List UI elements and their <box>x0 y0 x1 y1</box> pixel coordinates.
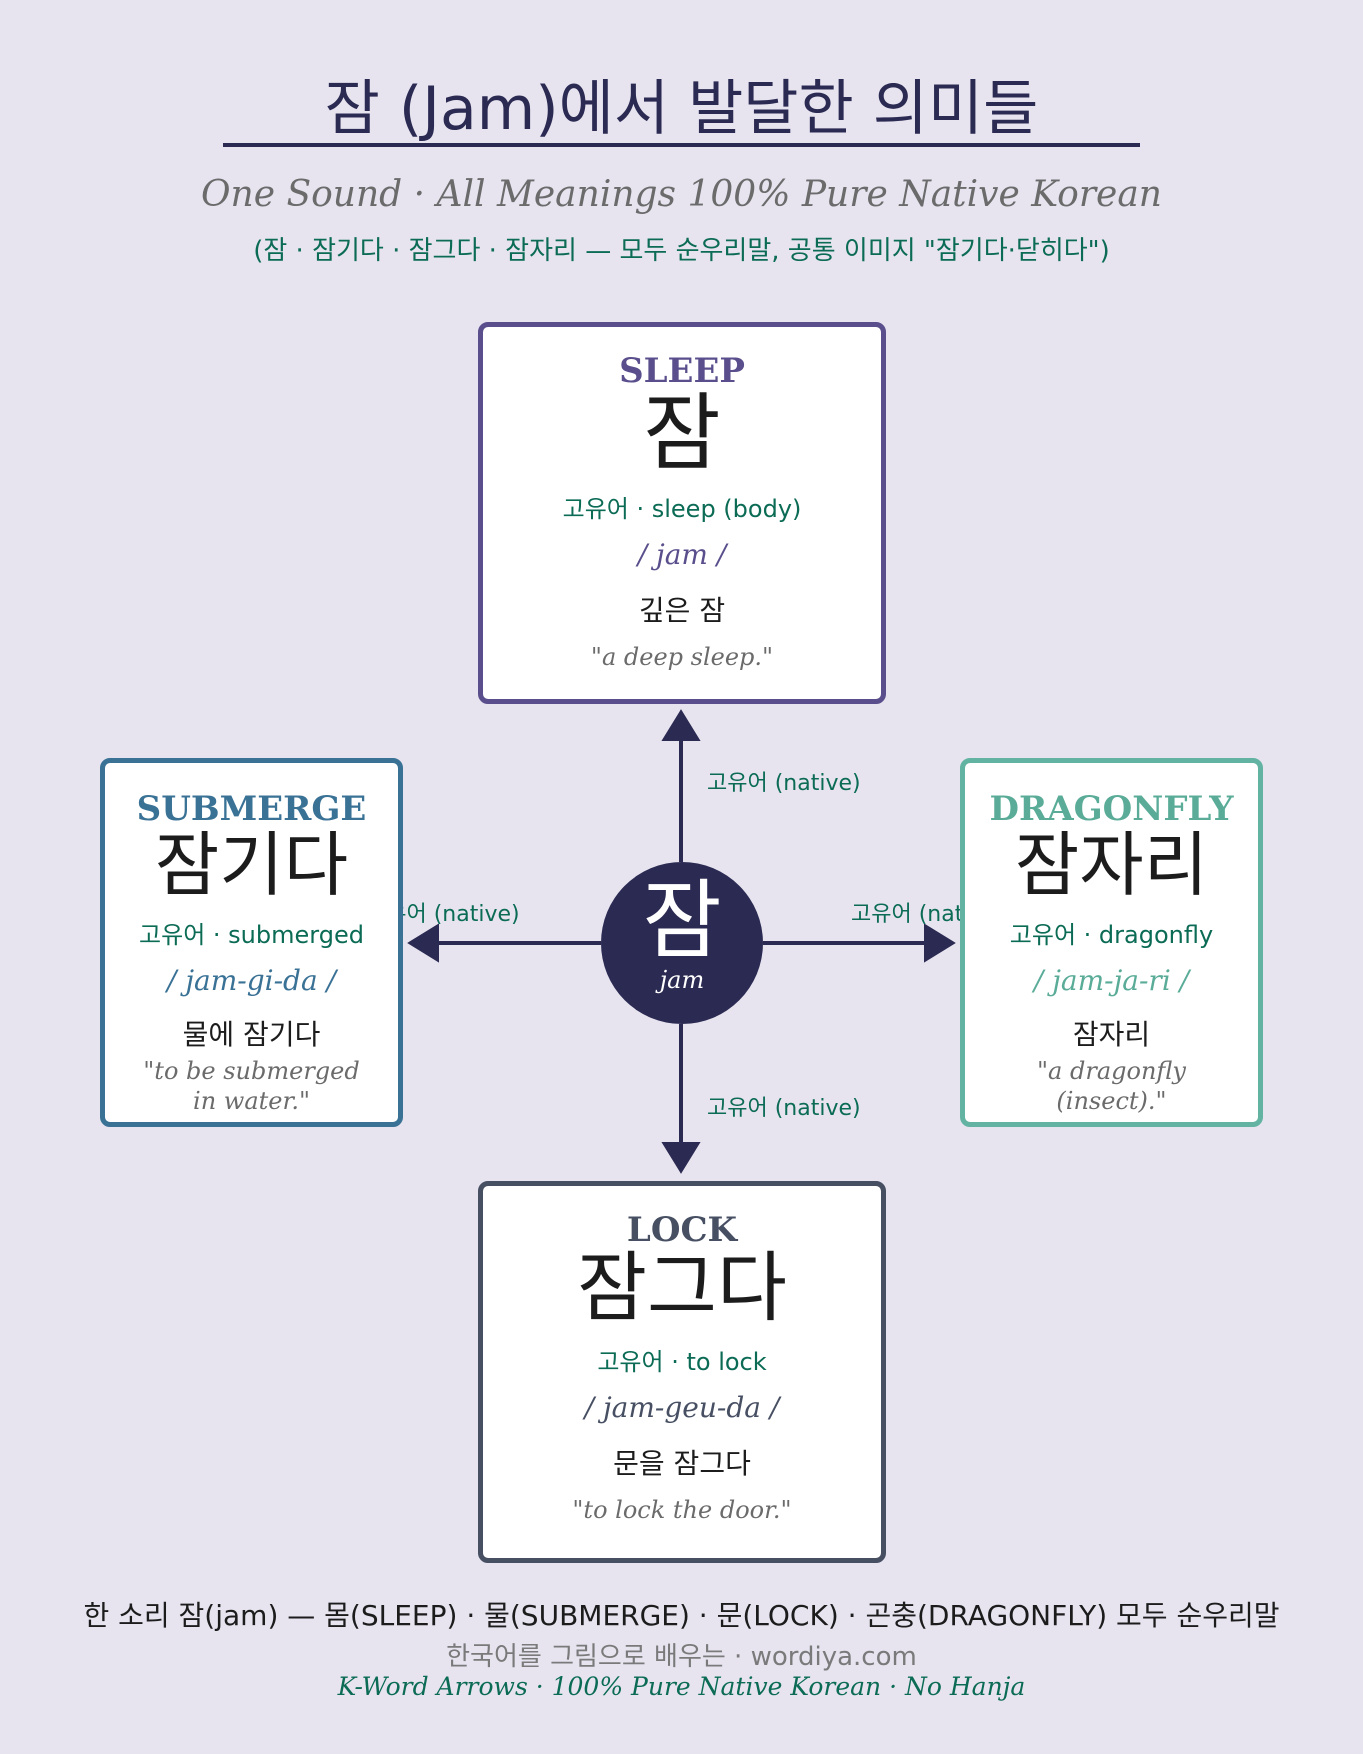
card-lock: LOCK 잠그다 고유어 · to lock / jam-geu-da / 문을… <box>478 1181 886 1563</box>
card-english-label: SUBMERGE <box>136 789 367 829</box>
card-english-label: DRAGONFLY <box>989 789 1234 829</box>
page-note: (잠 · 잠기다 · 잠그다 · 잠자리 — 모두 순우리말, 공통 이미지 "… <box>253 236 1110 266</box>
card-english-label: LOCK <box>626 1210 738 1250</box>
card-gloss: 고유어 · dragonfly <box>1009 920 1214 949</box>
card-example: 잠자리 <box>1072 1017 1151 1051</box>
card-example: 문을 잠그다 <box>613 1446 751 1480</box>
footer-summary: 한 소리 잠(jam) — 몸(SLEEP) · 물(SUBMERGE) · 문… <box>83 1599 1280 1632</box>
card-translation-line1: "to be submerged <box>143 1056 360 1085</box>
card-translation-line2: (insect)." <box>1056 1086 1167 1115</box>
footer-tagline: K-Word Arrows · 100% Pure Native Korean … <box>337 1672 1026 1701</box>
card-submerge: SUBMERGE 잠기다 고유어 · submerged / jam-gi-da… <box>100 758 403 1127</box>
hub-romanization: jam <box>659 966 705 994</box>
arrow-label-up: 고유어 (native) <box>707 771 861 796</box>
card-dragonfly: DRAGONFLY 잠자리 고유어 · dragonfly / jam-ja-r… <box>960 758 1263 1127</box>
hub-korean: 잠 <box>642 871 722 971</box>
card-korean-word: 잠자리 <box>1014 824 1209 906</box>
card-translation: "to lock the door." <box>572 1495 792 1524</box>
card-korean-word: 잠 <box>643 384 721 482</box>
title-underline <box>223 143 1140 147</box>
arrow-left-head <box>407 923 439 963</box>
card-translation-line2: in water." <box>193 1086 310 1115</box>
arrow-up-head <box>661 709 701 741</box>
card-example: 깊은 잠 <box>638 594 726 628</box>
arrow-right-head <box>924 923 956 963</box>
card-gloss: 고유어 · to lock <box>597 1347 767 1376</box>
card-english-label: SLEEP <box>619 351 745 391</box>
card-gloss: 고유어 · submerged <box>139 920 364 949</box>
card-korean-word: 잠기다 <box>154 824 349 906</box>
card-romanization: / jam-geu-da / <box>584 1390 780 1424</box>
card-translation: "a deep sleep." <box>590 643 774 672</box>
card-romanization: / jam-gi-da / <box>166 963 336 997</box>
arrow-down-head <box>661 1142 701 1174</box>
card-romanization: / jam-ja-ri / <box>1033 963 1190 997</box>
card-korean-word: 잠그다 <box>577 1243 787 1332</box>
page-title: 잠 (Jam)에서 발달한 의미들 <box>324 74 1039 144</box>
card-translation-line1: "a dragonfly <box>1037 1056 1186 1085</box>
card-example: 물에 잠기다 <box>182 1017 321 1051</box>
arrow-label-down: 고유어 (native) <box>707 1096 861 1121</box>
hub-circle: 잠 jam <box>601 862 763 1024</box>
page-subtitle: One Sound · All Meanings 100% Pure Nativ… <box>201 174 1162 215</box>
card-sleep: SLEEP 잠 고유어 · sleep (body) / jam / 깊은 잠 … <box>478 322 886 704</box>
card-romanization: / jam / <box>637 538 727 572</box>
footer-site: 한국어를 그림으로 배우는 · wordiya.com <box>446 1642 917 1672</box>
card-gloss: 고유어 · sleep (body) <box>562 495 802 524</box>
